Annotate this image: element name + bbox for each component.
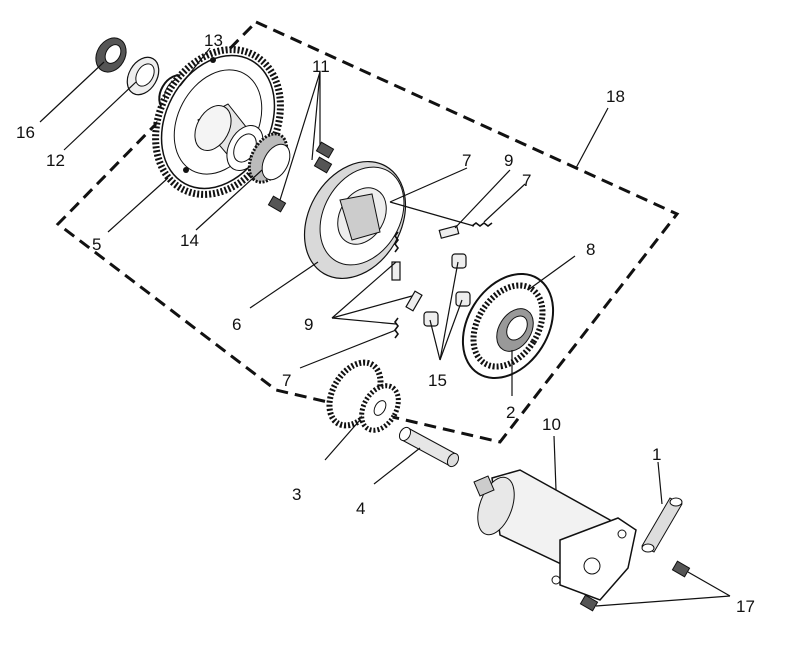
part-12-bearing — [126, 56, 160, 96]
part-7-spring-lower — [394, 317, 399, 339]
part-9-pin-upper — [438, 225, 460, 239]
callout-11: 11 — [312, 57, 330, 76]
callout-5: 5 — [92, 235, 101, 254]
callout-15: 15 — [428, 371, 447, 390]
callout-12: 12 — [46, 151, 65, 170]
callout-10: 10 — [542, 415, 561, 434]
callout-18: 18 — [606, 87, 625, 106]
part-7-spring-left — [394, 231, 399, 253]
part-2-inner-ring — [496, 308, 534, 352]
callout-7-bottom: 7 — [282, 371, 291, 390]
part-6-clutch-housing — [303, 160, 407, 280]
part-14-needle-bearing — [247, 132, 291, 184]
part-16-seal — [95, 37, 127, 73]
callout-9-top: 9 — [504, 151, 513, 170]
callout-9-bottom: 9 — [304, 315, 313, 334]
part-4-shaft — [398, 426, 460, 468]
part-10-starter-motor — [473, 469, 637, 601]
part-9-pin-lower — [405, 290, 423, 312]
callout-7-top: 7 — [462, 151, 471, 170]
leader-lines — [39, 47, 731, 607]
callout-13: 13 — [204, 31, 223, 50]
callout-1: 1 — [652, 445, 661, 464]
callout-4: 4 — [356, 499, 365, 518]
part-1-bracket — [641, 497, 683, 553]
part-7-spring-upper — [471, 222, 493, 227]
callout-3: 3 — [292, 485, 301, 504]
part-3-idle-gear — [326, 359, 401, 433]
callout-2: 2 — [506, 403, 515, 422]
callout-8: 8 — [586, 240, 595, 259]
callout-16: 16 — [16, 123, 35, 142]
part-15-rollers — [423, 253, 471, 327]
part-17-bolts — [579, 560, 691, 612]
callout-14: 14 — [180, 231, 199, 250]
part-11-bolts — [267, 141, 335, 213]
callout-17: 17 — [736, 597, 755, 616]
callout-7-right: 7 — [522, 171, 531, 190]
callout-6: 6 — [232, 315, 241, 334]
